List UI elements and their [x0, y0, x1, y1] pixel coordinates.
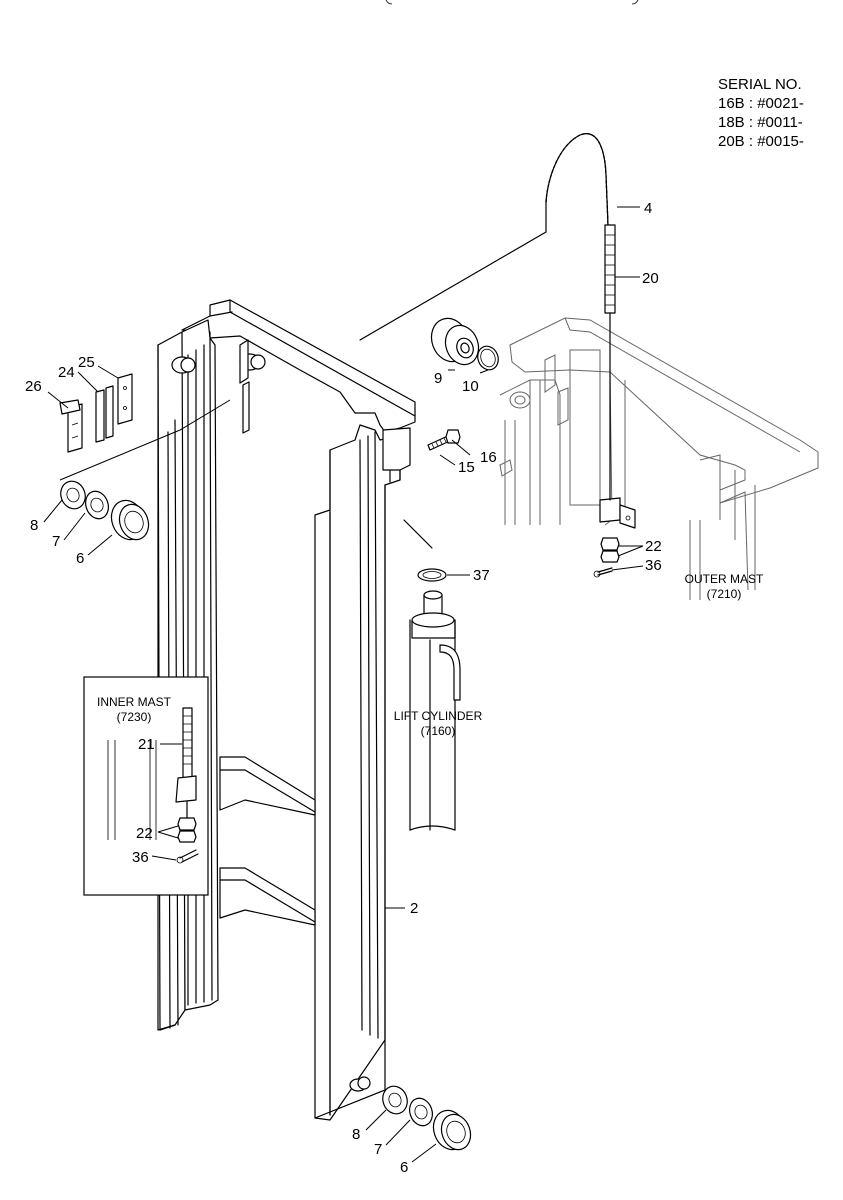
callout-16: 16 — [480, 449, 497, 466]
callout-24: 24 — [58, 364, 75, 381]
callout-20: 20 — [642, 270, 659, 287]
callout-22-inner: 22 — [136, 825, 153, 842]
bottom-roller-set — [382, 1085, 472, 1151]
serial-line-18b: 18B : #0011- — [718, 114, 803, 131]
serial-line-16b: 16B : #0021- — [718, 95, 804, 112]
callout-8-bottom: 8 — [352, 1126, 360, 1143]
sheave-bolt — [427, 429, 461, 451]
lift-cylinder-label: LIFT CYLINDER — [394, 709, 483, 723]
lift-chain — [359, 133, 609, 341]
leader-lines — [43, 206, 644, 1163]
callout-numbers: 4 20 9 10 15 16 22 36 37 26 24 25 8 7 6 … — [25, 200, 662, 1176]
serial-number-block: SERIAL NO. 16B : #0021- 18B : #0011- 20B… — [718, 76, 804, 150]
callout-21: 21 — [138, 736, 155, 753]
assembly-labels: OUTER MAST (7210) LIFT CYLINDER (7160) I… — [97, 572, 764, 738]
callout-26: 26 — [25, 378, 42, 395]
chain-anchor-bolt — [593, 224, 620, 578]
callout-10: 10 — [462, 378, 479, 395]
shim-plates — [59, 373, 133, 453]
callout-7-bottom: 7 — [374, 1141, 382, 1158]
serial-title: SERIAL NO. — [718, 76, 802, 93]
outer-mast-label: OUTER MAST — [685, 572, 764, 586]
callout-22-outer: 22 — [645, 538, 662, 555]
callout-37: 37 — [473, 567, 490, 584]
callout-8-top: 8 — [30, 517, 38, 534]
callout-9: 9 — [434, 370, 442, 387]
callout-15: 15 — [458, 459, 475, 476]
callout-25: 25 — [78, 354, 95, 371]
outer-mast-code: (7210) — [707, 587, 742, 601]
callout-36-inner: 36 — [132, 849, 149, 866]
top-roller-set — [59, 399, 231, 541]
chain-sheave — [430, 317, 499, 371]
callout-6-bottom: 6 — [400, 1159, 408, 1176]
callout-7-top: 7 — [52, 533, 60, 550]
outer-mast-drawing — [499, 317, 819, 600]
callout-36-outer: 36 — [645, 557, 662, 574]
inner-mast-detail-box — [83, 676, 209, 896]
lift-cylinder-drawing — [403, 519, 461, 831]
serial-line-20b: 20B : #0015- — [718, 133, 804, 150]
callout-6-top: 6 — [76, 550, 84, 567]
inner-mast-label: INNER MAST — [97, 695, 172, 709]
inner-mast-code: (7230) — [117, 710, 152, 724]
callout-4: 4 — [644, 200, 652, 217]
callout-2: 2 — [410, 900, 418, 917]
cropped-header-line — [385, 0, 639, 5]
lift-cylinder-code: (7160) — [421, 724, 456, 738]
